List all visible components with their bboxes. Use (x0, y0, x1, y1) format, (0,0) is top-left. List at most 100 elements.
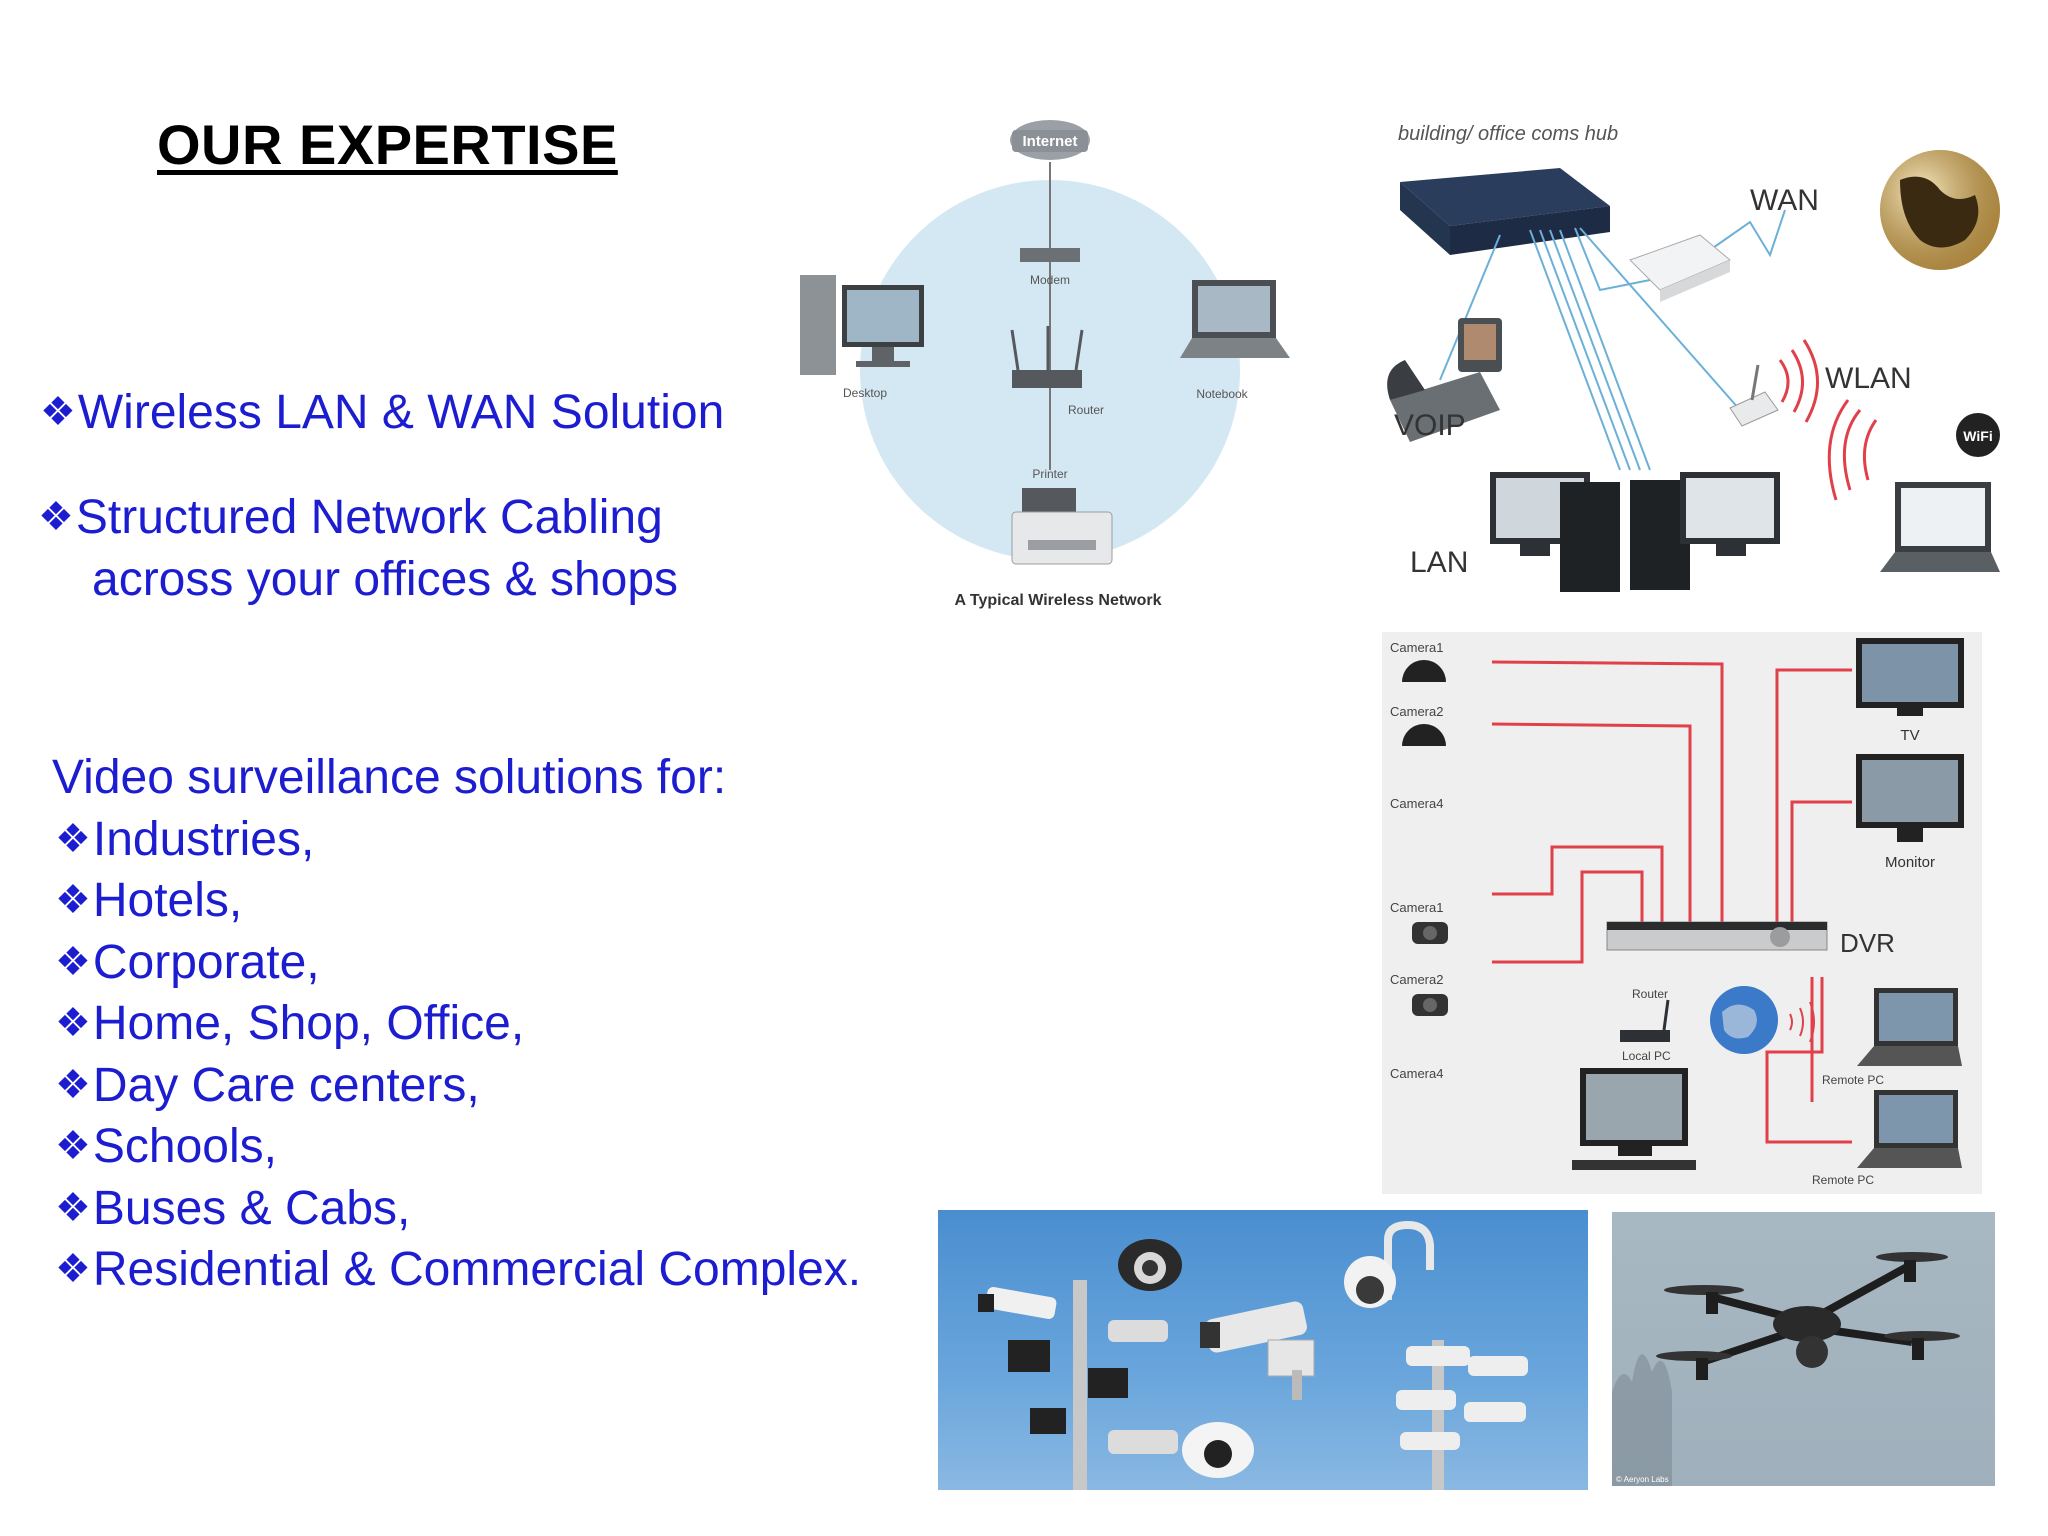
modem-label: Modem (1030, 273, 1070, 287)
lan-computer-right-icon (1630, 472, 1780, 590)
router-icon (1620, 999, 1670, 1042)
bullet-camera-icon (1200, 1301, 1307, 1353)
desktop-icon (800, 275, 924, 375)
diamond-bullet-icon: ❖ (55, 878, 91, 922)
bullet-structured-cabling-line2: across your offices & shops (92, 553, 679, 606)
local-pc-label: Local PC (1622, 1049, 1671, 1063)
internet-label: Internet (1022, 133, 1077, 150)
lan-label: LAN (1410, 546, 1468, 579)
building-network-diagram: building/ office coms hub WAN (1380, 110, 2020, 610)
drone-icon (1656, 1252, 1960, 1380)
camera1-top-label: Camera1 (1390, 640, 1443, 655)
background-tree (1612, 1354, 1672, 1486)
camera1-bottom-label: Camera1 (1390, 900, 1443, 915)
list-item-corporate: ❖Corporate, (55, 936, 320, 989)
list-item-schools: ❖Schools, (55, 1120, 277, 1173)
voip-label: VOIP (1394, 409, 1466, 442)
globe-icon (1880, 150, 2000, 270)
drone-watermark: © Aeryon Labs (1616, 1475, 1669, 1484)
wireless-network-diagram: Internet Modem Router Desktop Notebook (790, 100, 1290, 620)
wireless-network-svg: Internet Modem Router Desktop Notebook (800, 120, 1290, 609)
video-heading: Video surveillance solutions for: (52, 751, 727, 804)
remote-laptop-icon (1857, 988, 1962, 1066)
remote-pc-label-1: Remote PC (1822, 1073, 1884, 1087)
wifi-logo-text: WiFi (1963, 428, 1992, 444)
wan-router-icon (1629, 234, 1731, 302)
bullet-camera-icon (1108, 1320, 1168, 1342)
dome-camera-icon (1182, 1422, 1254, 1478)
internet-cloud-icon (1010, 120, 1090, 160)
local-pc-icon (1572, 1068, 1696, 1170)
wireless-signal-icon (1789, 1001, 1815, 1043)
camera-pole (1432, 1340, 1444, 1490)
diamond-bullet-icon: ❖ (55, 817, 91, 861)
voip-phone-icon (1387, 318, 1502, 442)
notebook-icon (1180, 280, 1290, 358)
wan-label: WAN (1750, 184, 1819, 217)
dome-camera-icon (1402, 660, 1446, 682)
remote-pc-label-2: Remote PC (1812, 1173, 1874, 1187)
wifi-waves-icon (1778, 339, 1878, 501)
wireless-caption: A Typical Wireless Network (954, 592, 1161, 609)
diamond-bullet-icon: ❖ (40, 390, 76, 434)
monitor-label: Monitor (1885, 854, 1935, 871)
camera-arm (1384, 1220, 1434, 1300)
dome-camera-icon (1118, 1239, 1182, 1291)
router-icon (1010, 326, 1084, 388)
camera-pole (1073, 1280, 1087, 1490)
tv-label: TV (1900, 727, 1919, 744)
notebook-label: Notebook (1196, 387, 1248, 401)
bullet-camera-icon (1396, 1346, 1528, 1450)
building-network-svg: building/ office coms hub WAN (1387, 123, 2000, 592)
bullet-camera-icon (978, 1287, 1057, 1319)
remote-laptop-icon (1857, 1090, 1962, 1168)
list-item-residential: ❖Residential & Commercial Complex. (55, 1243, 862, 1296)
diamond-bullet-icon: ❖ (55, 1001, 91, 1045)
desktop-label: Desktop (843, 386, 887, 400)
bullet-camera-icon (1412, 922, 1448, 944)
ptz-dome-camera-icon (1344, 1256, 1396, 1308)
cctv-photo-svg (978, 1220, 1528, 1490)
cctv-cameras-photo (938, 1210, 1588, 1490)
list-item-hotels: ❖Hotels, (55, 874, 243, 927)
monitor-icon (1856, 754, 1964, 842)
surveillance-drone-photo: © Aeryon Labs (1612, 1212, 1995, 1486)
wlan-label: WLAN (1825, 362, 1912, 395)
bullet-structured-cabling: ❖Structured Network Cabling (38, 491, 663, 544)
lan-computer-left-icon (1490, 472, 1620, 592)
printer-label: Printer (1032, 467, 1067, 481)
dvr-cable-lines (1491, 660, 1852, 1144)
diamond-bullet-icon: ❖ (55, 1063, 91, 1107)
dvr-recorder-icon (1606, 921, 1828, 951)
bullet-camera-icon (1108, 1430, 1178, 1454)
globe-continent (1722, 1004, 1757, 1039)
floodlight-icon (1008, 1340, 1128, 1434)
dome-camera-icon (1402, 724, 1446, 746)
camera2-top-label: Camera2 (1390, 704, 1443, 719)
printer-icon (1011, 488, 1113, 565)
network-cable-lines (1439, 209, 1786, 471)
bullet-camera-icon (1412, 994, 1448, 1016)
diamond-bullet-icon: ❖ (55, 940, 91, 984)
router-label: Router (1632, 987, 1668, 1001)
list-item-industries: ❖Industries, (55, 813, 315, 866)
camera4-top-label: Camera4 (1390, 796, 1443, 811)
camera4-bottom-label: Camera4 (1390, 1066, 1443, 1081)
dvr-diagram-svg: Camera1 Camera2 Camera4 Camera1 Camera2 … (1390, 638, 1964, 1187)
tv-icon (1856, 638, 1964, 716)
diamond-bullet-icon: ❖ (55, 1247, 91, 1291)
box-camera-icon (1267, 1339, 1315, 1400)
page-title: OUR EXPERTISE (157, 113, 618, 176)
camera2-bottom-label: Camera2 (1390, 972, 1443, 987)
hub-label: building/ office coms hub (1398, 123, 1618, 145)
drone-photo-svg: © Aeryon Labs (1612, 1252, 1960, 1486)
laptop-icon (1880, 482, 2000, 572)
router-label: Router (1068, 403, 1104, 417)
hub-switch-icon (1400, 168, 1610, 255)
diamond-bullet-icon: ❖ (55, 1124, 91, 1168)
bullet-wireless-lan: ❖Wireless LAN & WAN Solution (40, 386, 725, 439)
list-item-home-shop-office: ❖Home, Shop, Office, (55, 997, 525, 1050)
dvr-label: DVR (1840, 928, 1895, 958)
list-item-buses-cabs: ❖Buses & Cabs, (55, 1182, 411, 1235)
dvr-surveillance-diagram: Camera1 Camera2 Camera4 Camera1 Camera2 … (1382, 632, 1982, 1194)
